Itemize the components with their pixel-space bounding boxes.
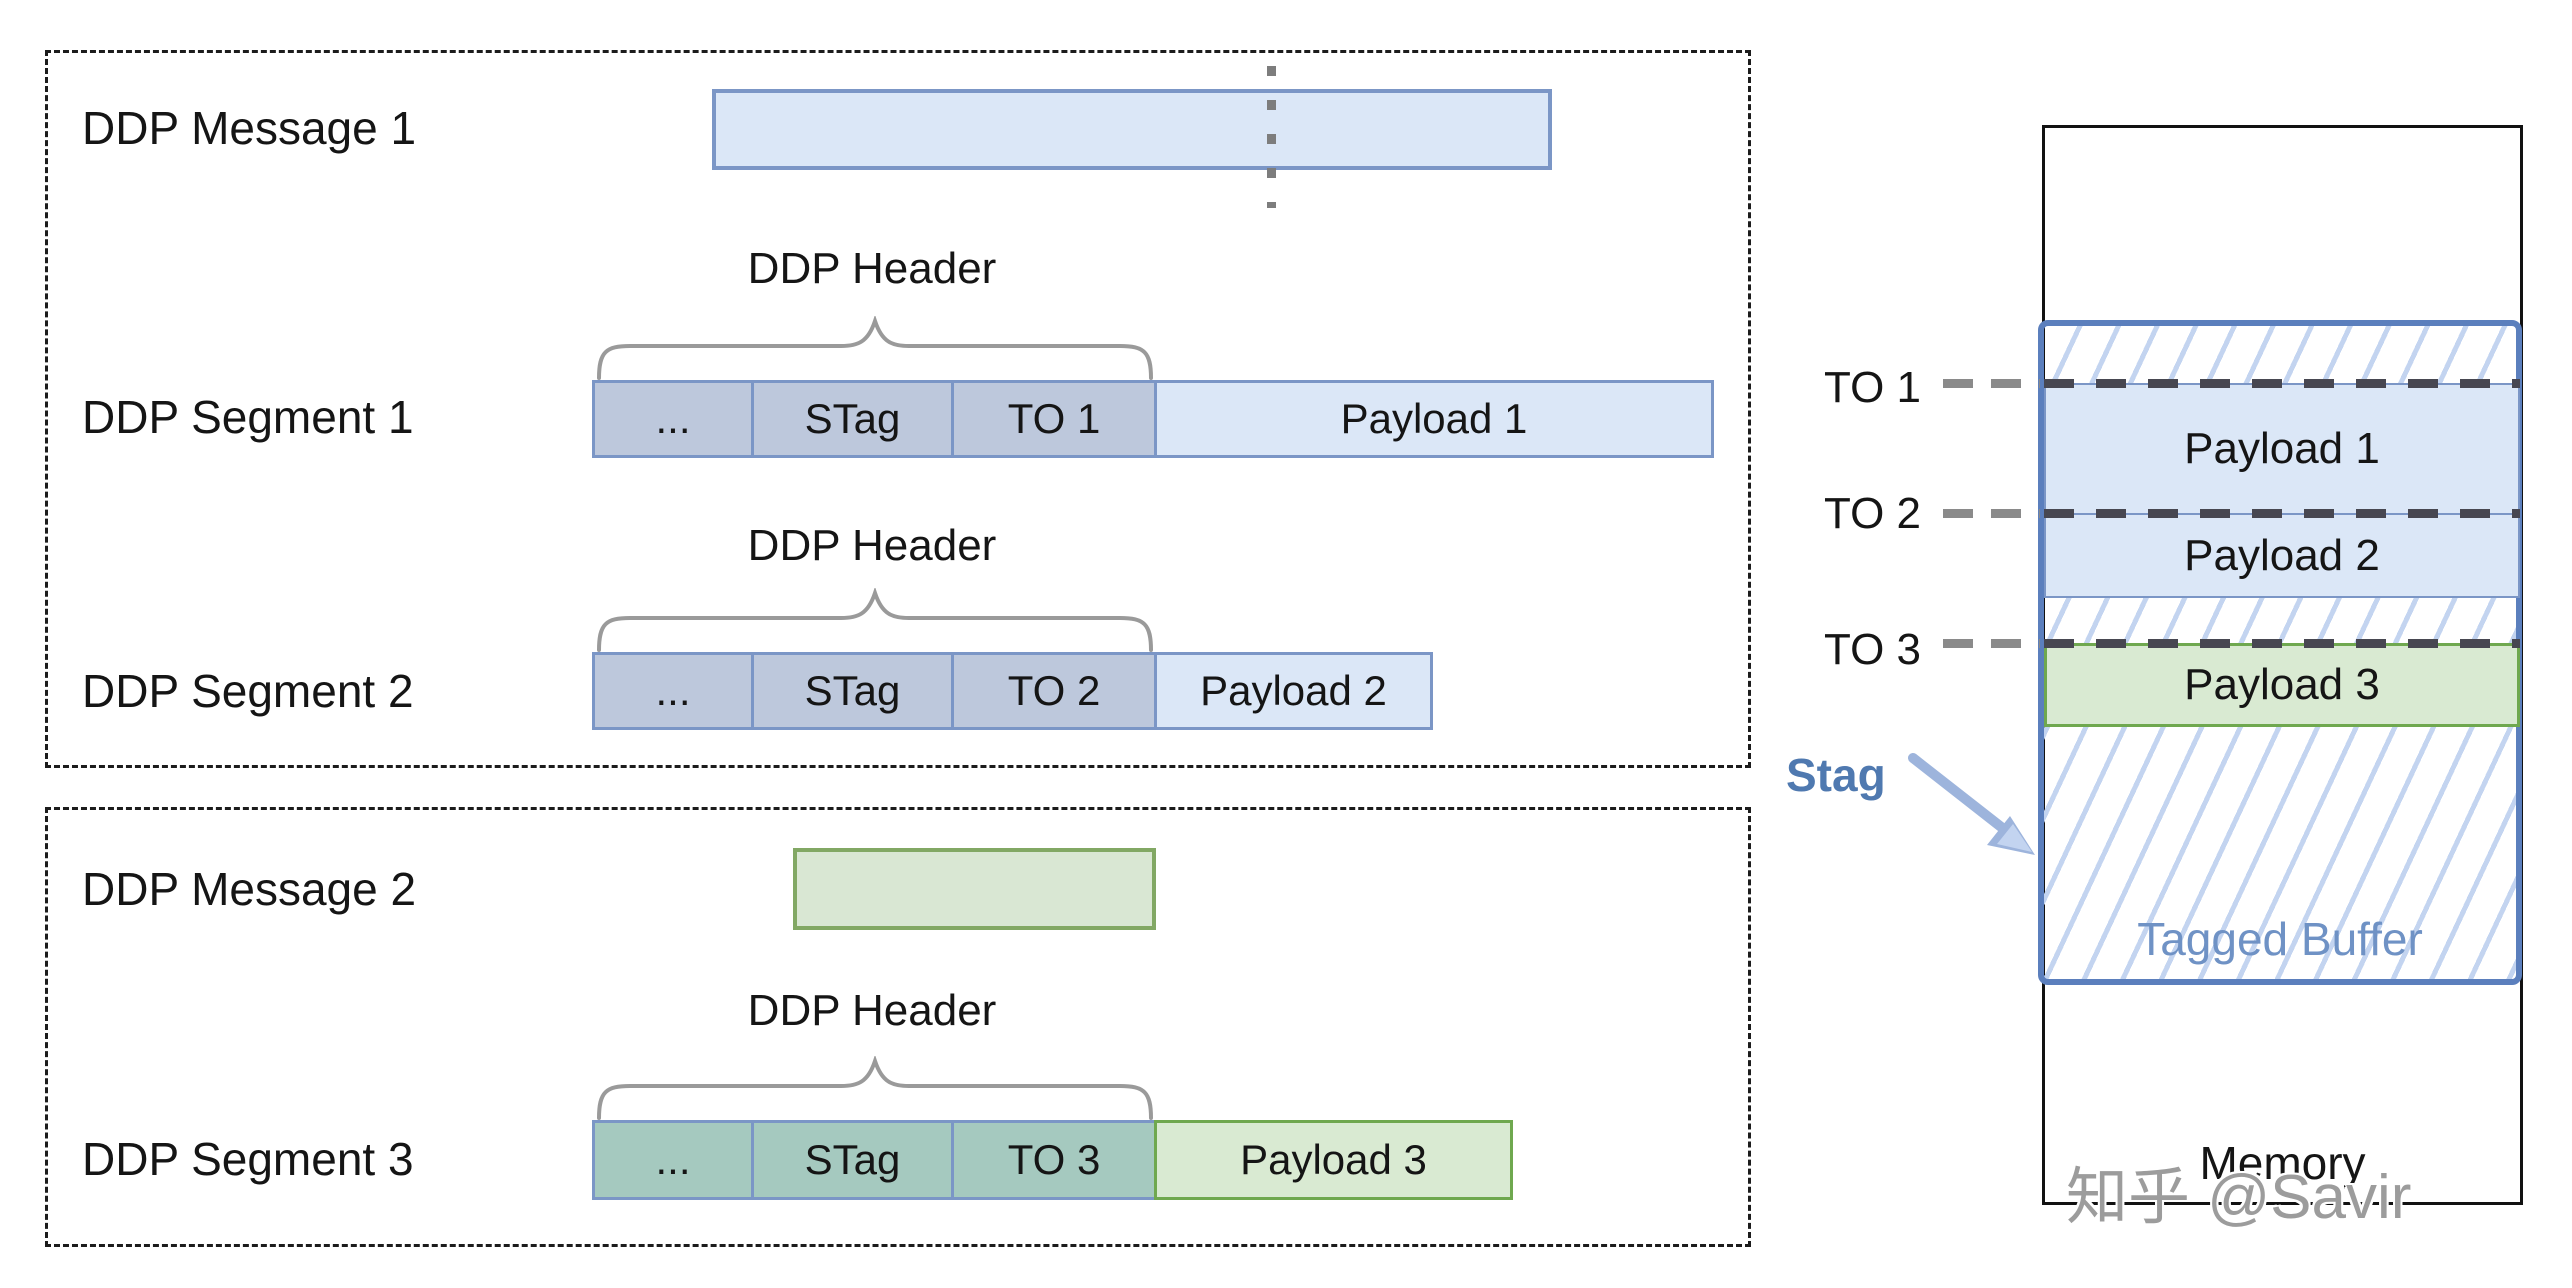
to2-offset-line: [2044, 509, 2520, 518]
segment1-etc-text: ...: [655, 395, 691, 442]
stag-label: Stag: [1786, 749, 1886, 801]
segment3-etc-text: ...: [655, 1136, 691, 1183]
segment1-to1-text: TO 1: [1007, 395, 1101, 442]
segment2-stag-text: STag: [804, 667, 901, 714]
segment3-cell-etc: ...: [592, 1120, 754, 1200]
memory-payload3-block: Payload 3: [2044, 643, 2520, 727]
ddp-header-label-3: DDP Header: [747, 986, 997, 1035]
memory-label: Memory: [2199, 1137, 2366, 1189]
memory-payload2-block: Payload 2: [2044, 513, 2520, 598]
segment2-cell-to2: TO 2: [951, 652, 1157, 730]
segment2-to2-text: TO 2: [1007, 667, 1101, 714]
segment3-payload-cell: Payload 3: [1154, 1120, 1513, 1200]
ddp-header-label-2: DDP Header: [747, 521, 997, 570]
segment2-etc-text: ...: [655, 667, 691, 714]
to3-offset-line: [2044, 639, 2520, 648]
memory-payload2-text: Payload 2: [2184, 530, 2380, 580]
ddp-message2-label: DDP Message 2: [82, 863, 417, 915]
stag-arrow-icon: [1905, 748, 2045, 863]
memory-payload1-text: Payload 1: [2184, 424, 2380, 473]
to2-label: TO 2: [1824, 489, 1922, 538]
segment2-payload-cell: Payload 2: [1154, 652, 1433, 730]
segment1-cell-etc: ...: [592, 380, 754, 458]
ddp-header-label-1: DDP Header: [747, 244, 997, 293]
ddp-header-brace-1: [596, 316, 1154, 380]
to1-label: TO 1: [1824, 363, 1922, 412]
message1-split-dotted-line: [1267, 66, 1276, 208]
ddp-message2-bar: [793, 848, 1156, 930]
ddp-segment1-label: DDP Segment 1: [82, 391, 414, 443]
segment3-cell-stag: STag: [751, 1120, 954, 1200]
ddp-message1-group-box: [45, 50, 1751, 768]
tagged-buffer-label: Tagged Buffer: [2137, 913, 2423, 965]
to1-leader-dashes: [1943, 379, 2040, 388]
ddp-header-brace-2: [596, 588, 1154, 652]
segment3-payload-text: Payload 3: [1240, 1136, 1427, 1183]
watermark-text: 知乎 @Savir: [2066, 1163, 2412, 1232]
segment1-payload-cell: Payload 1: [1154, 380, 1714, 458]
ddp-message1-label: DDP Message 1: [82, 102, 417, 154]
ddp-segment2-label: DDP Segment 2: [82, 665, 414, 717]
ddp-header-brace-3: [596, 1056, 1154, 1120]
to3-leader-dashes: [1943, 639, 2040, 648]
ddp-segment3-label: DDP Segment 3: [82, 1133, 414, 1185]
segment1-stag-text: STag: [804, 395, 901, 442]
memory-payload3-text: Payload 3: [2184, 660, 2380, 709]
to1-offset-line: [2044, 379, 2520, 388]
to3-label: TO 3: [1824, 625, 1922, 674]
ddp-message2-group-box: [45, 807, 1751, 1247]
segment2-payload-text: Payload 2: [1200, 667, 1387, 714]
segment1-cell-stag: STag: [751, 380, 954, 458]
segment2-cell-etc: ...: [592, 652, 754, 730]
segment1-cell-to1: TO 1: [951, 380, 1157, 458]
to2-leader-dashes: [1943, 509, 2040, 518]
segment3-stag-text: STag: [804, 1136, 901, 1183]
segment1-payload-text: Payload 1: [1340, 395, 1528, 442]
segment3-cell-to3: TO 3: [951, 1120, 1157, 1200]
memory-payload1-block: Payload 1: [2044, 383, 2520, 515]
segment2-cell-stag: STag: [751, 652, 954, 730]
segment3-to3-text: TO 3: [1007, 1136, 1101, 1183]
ddp-message1-bar: [712, 89, 1552, 170]
